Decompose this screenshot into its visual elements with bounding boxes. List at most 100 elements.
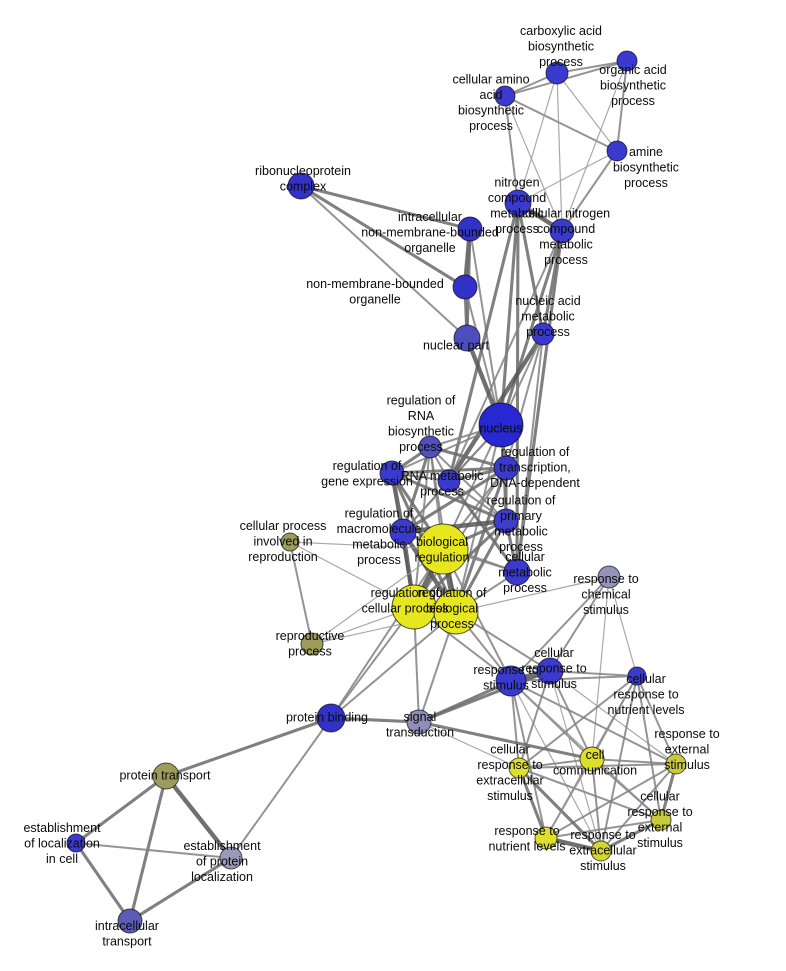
edge-cellular-response-to-stimulus--cellular-response-to-extracellular-stimulus[interactable] (518, 670, 551, 769)
edge-response-to-stimulus--response-to-extracellular-stimulus[interactable] (510, 680, 602, 852)
edge-cellular-response-to-extracellular-stimulus--cellular-response-to-external-stimulus[interactable] (518, 767, 662, 821)
node-establishment-of-protein-localization[interactable] (219, 846, 243, 870)
edge-amine-biosynthetic-process--nitrogen-compound-metabolic-process[interactable] (517, 150, 618, 204)
edge-non-membrane-bounded-organelle--nucleus[interactable] (464, 286, 502, 426)
edge-regulation-of-rna-biosynthetic-process--regulation-of-cellular-process[interactable] (413, 446, 431, 608)
node-nitrogen-compound-metabolic-process[interactable] (504, 189, 532, 217)
node-regulation-of-transcription-dna-dependent[interactable] (493, 455, 519, 481)
edge-carboxylic-acid-biosynthetic-process--organic-acid-biosynthetic-process[interactable] (556, 60, 628, 74)
edge-cellular-response-to-extracellular-stimulus--response-to-extracellular-stimulus[interactable] (517, 766, 603, 853)
edge-regulation-of-biological-process--protein-binding[interactable] (330, 611, 457, 719)
edge-regulation-of-gene-expression--regulation-of-primary-metabolic-process[interactable] (390, 471, 508, 523)
edge-response-to-external-stimulus--cell-communication[interactable] (591, 758, 677, 765)
node-carboxylic-acid-biosynthetic-process[interactable] (545, 61, 569, 85)
edge-organic-acid-biosynthetic-process--cellular-nitrogen-compound-metabolic-process[interactable] (561, 60, 628, 232)
node-nuclear-part[interactable] (453, 324, 481, 352)
node-cell-communication[interactable] (579, 746, 605, 772)
edge-response-to-stimulus--cellular-response-to-nutrient-levels[interactable] (510, 675, 638, 682)
node-response-to-nutrient-levels[interactable] (534, 826, 558, 850)
edge-nitrogen-compound-metabolic-process--nucleus[interactable] (499, 201, 520, 427)
edge-cellular-nitrogen-compound-metabolic-process--cellular-metabolic-process[interactable] (515, 229, 564, 574)
node-intracellular-transport[interactable] (117, 908, 143, 934)
edge-cellular-response-to-nutrient-levels--cellular-response-to-extracellular-stimulus[interactable] (518, 675, 638, 769)
edge-nucleic-acid-metabolic-process--regulation-of-transcription-dna-dependent[interactable] (505, 333, 544, 469)
node-signal-transduction[interactable] (406, 709, 432, 735)
edge-establishment-of-localization-in-cell--establishment-of-protein-localization[interactable] (75, 842, 232, 859)
edge-biological-regulation--reproductive-process[interactable] (311, 548, 444, 645)
edge-carboxylic-acid-biosynthetic-process--amine-biosynthetic-process[interactable] (556, 72, 618, 152)
node-cellular-metabolic-process[interactable] (503, 558, 531, 586)
node-rna-metabolic-process[interactable] (437, 469, 461, 493)
edge-intracellular-non-membrane-bounded-organelle--nucleus[interactable] (469, 228, 502, 426)
edge-protein-transport--establishment-of-localization-in-cell[interactable] (74, 774, 168, 845)
edge-carboxylic-acid-biosynthetic-process--cellular-nitrogen-compound-metabolic-process[interactable] (556, 72, 563, 232)
edge-cellular-response-to-extracellular-stimulus--response-to-nutrient-levels[interactable] (517, 766, 548, 840)
edge-carboxylic-acid-biosynthetic-process--nitrogen-compound-metabolic-process[interactable] (517, 72, 558, 204)
edge-cellular-response-to-nutrient-levels--response-to-external-stimulus[interactable] (636, 675, 677, 765)
node-cellular-response-to-nutrient-levels[interactable] (627, 666, 647, 686)
edge-rna-metabolic-process--cellular-metabolic-process[interactable] (447, 479, 519, 574)
node-regulation-of-biological-process[interactable] (433, 589, 479, 635)
node-nucleic-acid-metabolic-process[interactable] (531, 322, 555, 346)
edge-nucleic-acid-metabolic-process--cellular-metabolic-process[interactable] (516, 333, 544, 573)
edge-regulation-of-cellular-process--cellular-process-involved-in-reproduction[interactable] (289, 541, 415, 608)
node-cellular-nitrogen-compound-metabolic-process[interactable] (549, 218, 575, 244)
node-cellular-response-to-external-stimulus[interactable] (650, 809, 672, 831)
edge-signal-transduction--cell-communication[interactable] (417, 720, 594, 761)
edge-protein-binding--signal-transduction[interactable] (329, 716, 421, 724)
node-regulation-of-primary-metabolic-process[interactable] (493, 508, 519, 534)
edge-regulation-of-rna-biosynthetic-process--regulation-of-macromolecule-metabolic-process[interactable] (401, 445, 432, 534)
edge-biological-regulation--cellular-process-involved-in-reproduction[interactable] (289, 541, 444, 550)
edge-regulation-of-transcription-dna-dependent--regulation-of-biological-process[interactable] (454, 466, 508, 614)
edge-cellular-amino-acid-biosynthetic-process--nitrogen-compound-metabolic-process[interactable] (504, 95, 519, 204)
edge-ribonucleoprotein-complex--intracellular-non-membrane-bounded-organelle[interactable] (299, 184, 472, 231)
edge-cellular-process-involved-in-reproduction--reproductive-process[interactable] (289, 541, 313, 645)
node-response-to-extracellular-stimulus[interactable] (590, 840, 612, 862)
node-ribonucleoprotein-complex[interactable] (287, 172, 315, 200)
node-protein-binding[interactable] (316, 703, 346, 733)
node-organic-acid-biosynthetic-process[interactable] (616, 50, 638, 72)
edge-protein-binding--establishment-of-protein-localization[interactable] (230, 717, 332, 859)
edge-organic-acid-biosynthetic-process--amine-biosynthetic-process[interactable] (616, 60, 628, 152)
node-protein-transport[interactable] (152, 762, 180, 790)
edge-cellular-nitrogen-compound-metabolic-process--nucleus[interactable] (499, 229, 564, 427)
edge-protein-transport--establishment-of-protein-localization[interactable] (163, 773, 234, 861)
node-reproductive-process[interactable] (300, 632, 324, 656)
edge-response-to-external-stimulus--response-to-extracellular-stimulus[interactable] (600, 763, 677, 852)
edge-response-to-chemical-stimulus--cellular-response-to-nutrient-levels[interactable] (608, 576, 638, 677)
edge-protein-binding--protein-transport[interactable] (164, 716, 333, 778)
node-regulation-of-macromolecule-metabolic-process[interactable] (389, 518, 417, 546)
node-non-membrane-bounded-organelle[interactable] (452, 274, 478, 300)
edge-regulation-of-rna-biosynthetic-process--regulation-of-transcription-dna-dependent[interactable] (428, 445, 508, 470)
edge-cell-communication--response-to-nutrient-levels[interactable] (545, 758, 593, 839)
node-cellular-response-to-extracellular-stimulus[interactable] (508, 757, 530, 779)
edge-cellular-response-to-nutrient-levels--cellular-response-to-external-stimulus[interactable] (636, 675, 662, 821)
edge-cellular-response-to-external-stimulus--response-to-nutrient-levels[interactable] (545, 819, 662, 839)
edge-establishment-of-localization-in-cell--intracellular-transport[interactable] (74, 841, 132, 923)
edge-cellular-response-to-stimulus--signal-transduction[interactable] (417, 669, 552, 724)
edge-amine-biosynthetic-process--cellular-nitrogen-compound-metabolic-process[interactable] (561, 150, 618, 232)
edge-cellular-response-to-stimulus--cellular-response-to-nutrient-levels[interactable] (549, 670, 638, 677)
edge-cellular-amino-acid-biosynthetic-process--cellular-nitrogen-compound-metabolic-process[interactable] (504, 95, 563, 232)
edge-establishment-of-protein-localization--intracellular-transport[interactable] (128, 856, 233, 923)
node-regulation-of-rna-biosynthetic-process[interactable] (418, 435, 442, 459)
edge-protein-transport--intracellular-transport[interactable] (128, 774, 168, 923)
node-cellular-amino-acid-biosynthetic-process[interactable] (494, 85, 516, 107)
edge-cell-communication--cellular-response-to-external-stimulus[interactable] (591, 758, 662, 821)
edge-response-to-chemical-stimulus--cellular-response-to-stimulus[interactable] (549, 576, 610, 672)
edge-cellular-amino-acid-biosynthetic-process--amine-biosynthetic-process[interactable] (504, 95, 618, 152)
node-cellular-response-to-stimulus[interactable] (536, 657, 564, 685)
node-intracellular-non-membrane-bounded-organelle[interactable] (457, 216, 483, 242)
edge-ribonucleoprotein-complex--non-membrane-bounded-organelle[interactable] (299, 184, 467, 289)
edge-ribonucleoprotein-complex--nuclear-part[interactable] (300, 185, 468, 339)
node-nucleus[interactable] (478, 402, 524, 448)
edge-response-to-chemical-stimulus--cell-communication[interactable] (591, 576, 610, 760)
edge-cellular-response-to-nutrient-levels--response-to-extracellular-stimulus[interactable] (600, 675, 638, 852)
edge-nitrogen-compound-metabolic-process--rna-metabolic-process[interactable] (447, 201, 520, 483)
edge-cellular-response-to-stimulus--cell-communication[interactable] (549, 670, 593, 760)
edge-cell-communication--response-to-extracellular-stimulus[interactable] (591, 758, 602, 852)
node-response-to-stimulus[interactable] (495, 665, 527, 697)
edge-biological-regulation--protein-binding[interactable] (330, 548, 444, 719)
edge-cellular-response-to-external-stimulus--response-to-extracellular-stimulus[interactable] (599, 818, 663, 853)
